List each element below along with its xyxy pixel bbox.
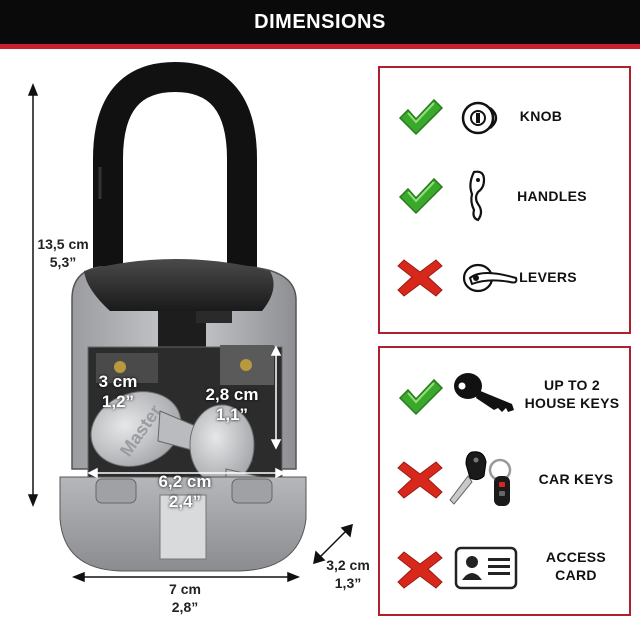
depth-inches: 1,3” <box>334 575 362 591</box>
access-card-line-2: CARD <box>555 567 597 583</box>
house-key-icon <box>454 373 514 412</box>
door-knob-icon <box>461 101 498 135</box>
check-icon <box>398 98 444 136</box>
access-card-line-1: ACCESS <box>545 549 607 565</box>
door-compatibility-panel: KNOB HANDLES LEVERS <box>378 66 631 334</box>
content-label-house-keys: UP TO 2 HOUSE KEYS <box>520 376 624 412</box>
car-key-icon <box>449 451 512 506</box>
height-cm: 13,5 cm <box>37 236 89 252</box>
lock-box-drawing: Master <box>27 61 353 583</box>
interior-width-inches: 2,4” <box>168 492 202 511</box>
width-cm: 7 cm <box>169 581 201 597</box>
shackle <box>93 61 257 281</box>
cross-icon <box>397 259 443 297</box>
door-type-row-knob: KNOB <box>380 94 629 140</box>
interior-width-label: 6,2 cm 2,4” <box>140 472 230 512</box>
header-accent-stripe <box>0 44 640 49</box>
door-handle-icon <box>469 170 486 222</box>
height-dimension-label: 13,5 cm 5,3” <box>28 235 98 271</box>
door-type-label-knob: KNOB <box>519 108 563 124</box>
header-bar: DIMENSIONS <box>0 0 640 44</box>
depth-cm: 3,2 cm <box>326 557 370 573</box>
width-dimension-label: 7 cm 2,8” <box>150 580 220 616</box>
car-keys-line-1: CAR KEYS <box>538 471 614 487</box>
door-type-row-levers: LEVERS <box>380 254 629 300</box>
door-lever-icon <box>462 263 518 293</box>
content-row-house-keys: UP TO 2 HOUSE KEYS <box>380 368 629 424</box>
content-label-access-card: ACCESS CARD <box>528 548 624 584</box>
access-card-icon <box>454 546 518 590</box>
cross-icon <box>397 551 443 589</box>
content-label-car-keys: CAR KEYS <box>528 470 624 488</box>
door-type-label-levers: LEVERS <box>519 269 577 285</box>
check-icon <box>398 378 444 416</box>
check-icon <box>398 177 444 215</box>
cross-icon <box>397 461 443 499</box>
page-title: DIMENSIONS <box>254 10 386 33</box>
lock-cap <box>84 259 274 311</box>
height-inches: 5,3” <box>49 254 77 270</box>
door-type-row-handles: HANDLES <box>380 170 629 222</box>
content-row-car-keys: CAR KEYS <box>380 446 629 512</box>
interior-depth-cm: 2,8 cm <box>205 385 259 404</box>
interior-height-inches: 1,2” <box>101 392 135 411</box>
width-inches: 2,8” <box>171 599 199 615</box>
interior-width-cm: 6,2 cm <box>158 472 212 491</box>
house-keys-line-2: HOUSE KEYS <box>524 395 620 411</box>
interior-height-label: 3 cm 1,2” <box>88 372 148 412</box>
contents-compatibility-panel: UP TO 2 HOUSE KEYS CAR KEYS <box>378 346 631 616</box>
door-type-label-handles: HANDLES <box>517 188 587 204</box>
dimension-arrows <box>27 82 353 583</box>
depth-dimension-label: 3,2 cm 1,3” <box>316 556 380 592</box>
house-keys-line-1: UP TO 2 <box>543 377 601 393</box>
interior-depth-label: 2,8 cm 1,1” <box>190 385 274 425</box>
interior-height-cm: 3 cm <box>98 372 138 391</box>
interior-dimension-arrows <box>87 345 286 479</box>
content-row-access-card: ACCESS CARD <box>380 540 629 596</box>
lock-box-illustration: Master <box>0 49 380 621</box>
interior-depth-inches: 1,1” <box>215 405 249 424</box>
